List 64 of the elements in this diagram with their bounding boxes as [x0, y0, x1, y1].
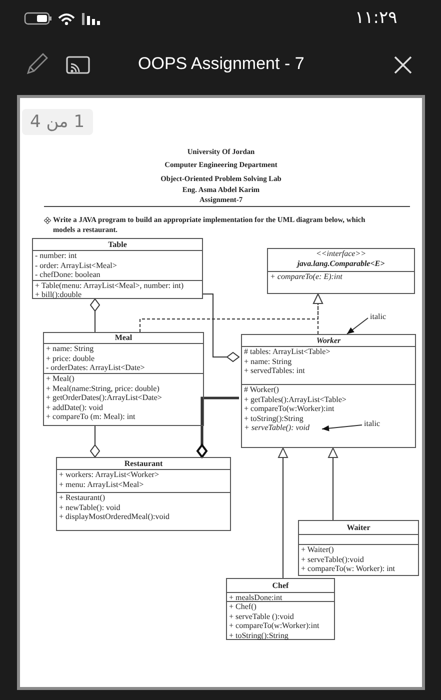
clock-time: ١١:٢٩: [355, 8, 398, 28]
inheritance-arrow: [328, 448, 338, 520]
attribute-text: + workers: ArrayList<Worker>: [59, 470, 159, 480]
class-box: [267, 248, 415, 294]
class-name: Restaurant: [124, 458, 163, 469]
document-title: OOPS Assignment - 7: [138, 54, 304, 74]
class-name: java.lang.Comparable<E>: [297, 258, 385, 268]
class-box: [32, 238, 203, 299]
aggregation-connector: [196, 396, 239, 458]
class-name: Worker: [316, 335, 341, 346]
method-text: + Meal(name:String, price: double): [46, 384, 160, 394]
attribute-text: + servedTables: int: [244, 366, 305, 376]
leader-line: [346, 318, 368, 334]
method-text: + compareTo(e: E):int: [270, 272, 342, 282]
attribute-text: + price: double: [46, 354, 94, 364]
aggregation-connector: [90, 426, 100, 458]
method-text: + Meal(): [46, 374, 74, 384]
method-text: + toString():String: [229, 630, 288, 640]
method-text: + Waiter(): [301, 545, 334, 555]
method-text: + Chef(): [229, 602, 256, 612]
note-text: italic: [364, 419, 380, 429]
method-text: + newTable(): void: [59, 502, 120, 512]
attribute-text: - order: ArrayList<Meal>: [35, 260, 117, 270]
attribute-text: + name: String: [244, 356, 292, 366]
method-text: + serveTable():void: [301, 554, 364, 564]
method-text: # Worker(): [244, 385, 279, 395]
method-text: + compareTo(w: Worker): int: [301, 564, 396, 574]
method-text: + Table(menu: ArrayList<Meal>, number: int): [35, 280, 184, 290]
aggregation-connector: [202, 294, 240, 362]
class-name: Waiter: [346, 522, 370, 534]
method-text: + getTables():ArrayList<Table>: [244, 394, 346, 404]
class-box: [56, 457, 231, 531]
stereotype-text: <<interface>>: [316, 249, 366, 259]
note-text: italic: [370, 312, 386, 322]
class-name: Chef: [272, 580, 289, 592]
class-name: Table: [108, 239, 127, 250]
realization-arrow: [313, 294, 323, 334]
method-text: + Restaurant(): [59, 493, 106, 503]
method-text: + serveTable ():void: [229, 612, 294, 622]
method-text: + bill():double: [35, 290, 82, 300]
method-text: + getOrderDates():ArrayList<Date>: [46, 393, 162, 403]
attribute-text: + menu: ArrayList<Meal>: [59, 480, 144, 490]
attribute-text: - number: int: [35, 251, 77, 261]
method-text: + compareTo (m: Meal): int: [46, 412, 136, 422]
class-box: [226, 578, 335, 640]
inheritance-arrow: [278, 448, 288, 578]
attribute-text: - orderDates: ArrayList<Date>: [46, 363, 145, 373]
attribute-text: - chefDone: boolean: [35, 270, 100, 280]
method-text: + toString():String: [244, 414, 304, 424]
class-box: [298, 520, 419, 576]
attribute-text: # tables: ArrayList<Table>: [244, 347, 330, 357]
method-text: + compareTo(w:Worker):int: [229, 621, 320, 631]
method-text: + addDate(): void: [46, 402, 103, 412]
aggregation-connector: [90, 298, 100, 332]
page-indicator: 1 من 4: [22, 109, 93, 135]
method-text: + compareTo(w:Worker):int: [244, 404, 334, 414]
attribute-text: + name: String: [46, 344, 94, 354]
attribute-text: + mealsDone:int: [229, 593, 282, 603]
class-box: [43, 332, 204, 426]
method-text: + displayMostOrderedMeal():void: [59, 512, 170, 522]
class-box: [241, 334, 416, 448]
method-text: + serveTable(): void: [244, 423, 310, 433]
class-name: Meal: [114, 333, 132, 343]
leader-line: [322, 424, 362, 432]
